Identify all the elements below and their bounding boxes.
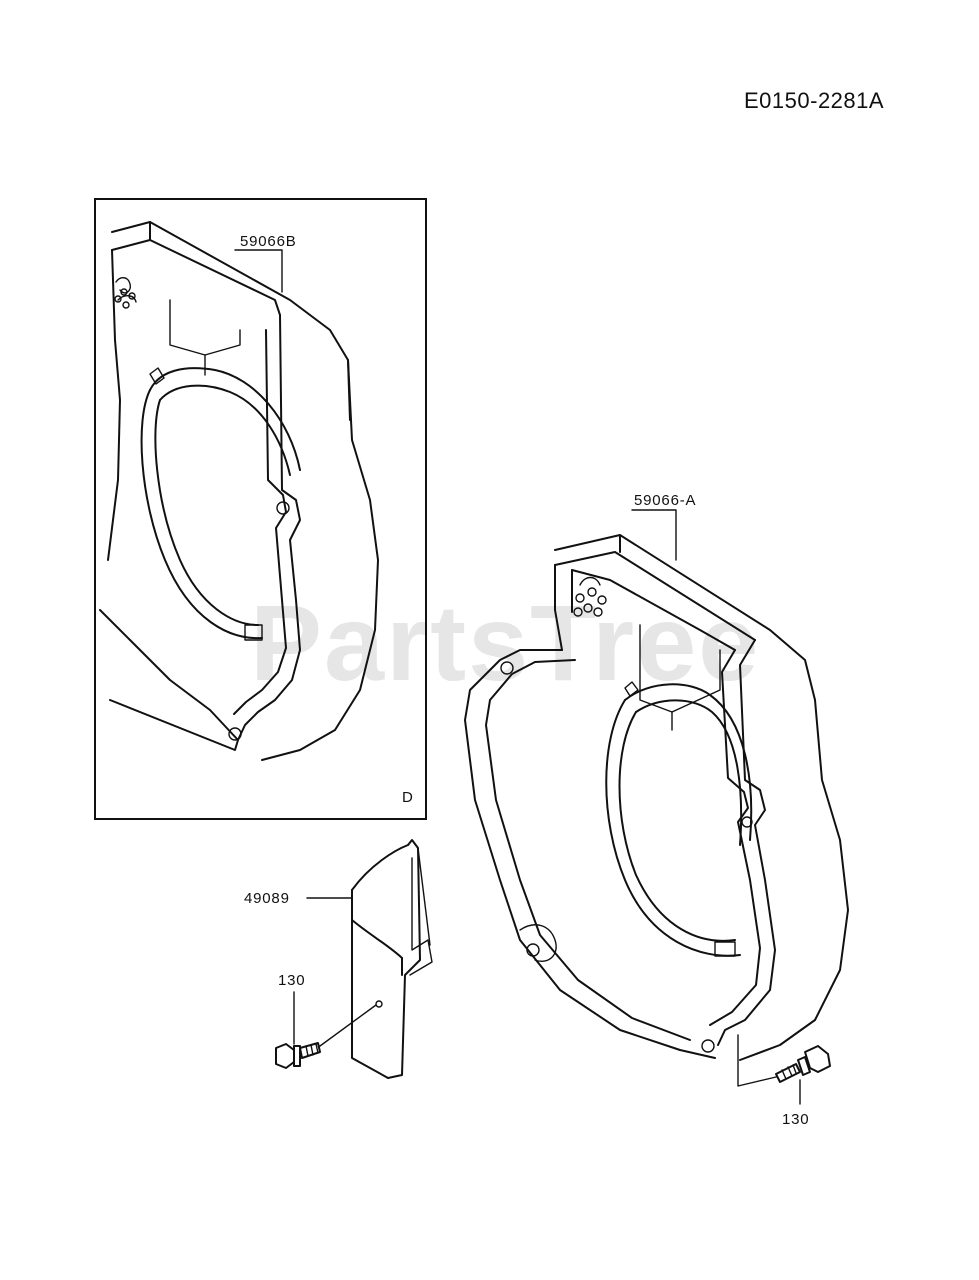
inset-box xyxy=(94,198,427,820)
label-49089[interactable]: 49089 xyxy=(244,890,290,907)
label-59066b[interactable]: 59066B xyxy=(240,233,297,250)
label-59066a[interactable]: 59066-A xyxy=(634,492,696,509)
shroud-b[interactable] xyxy=(99,221,379,761)
label-130-right[interactable]: 130 xyxy=(782,1111,809,1128)
leader-130-right xyxy=(737,1034,801,1105)
cover-49089[interactable] xyxy=(351,839,433,1079)
label-130-left[interactable]: 130 xyxy=(278,972,305,989)
inset-box-letter: D xyxy=(402,789,413,806)
leader-59066b xyxy=(234,249,283,293)
diagram-code: E0150-2281A xyxy=(744,88,885,113)
leader-59066a xyxy=(631,509,677,561)
shroud-a[interactable] xyxy=(464,534,849,1061)
bolt-left-130[interactable] xyxy=(275,1004,377,1069)
bolt-right-130[interactable] xyxy=(775,1045,831,1083)
